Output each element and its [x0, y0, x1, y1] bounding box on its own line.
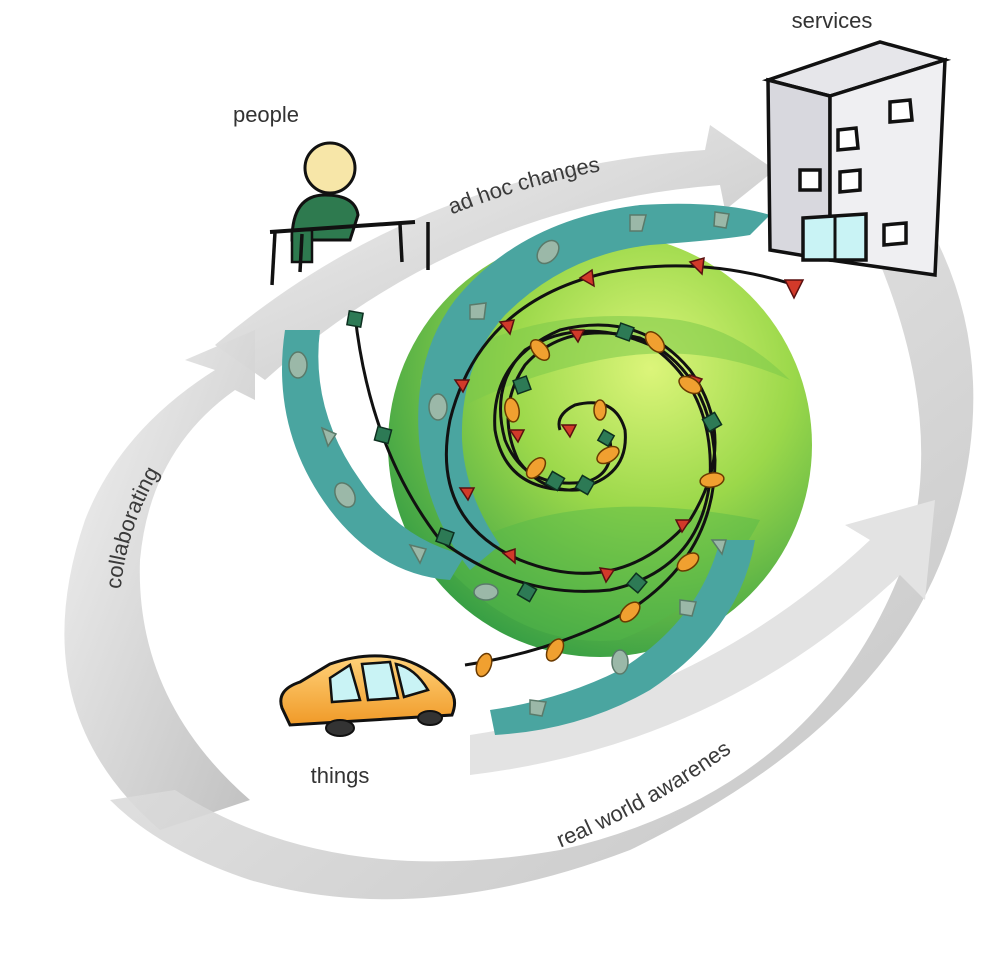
green-markers — [346, 310, 723, 603]
cycle-arrow-inner — [470, 500, 935, 775]
cycle-arrow-left — [64, 330, 255, 830]
things-label: things — [311, 763, 370, 788]
teal-bands — [282, 203, 770, 735]
building-icon — [761, 40, 952, 278]
sphere — [388, 233, 812, 657]
services-label: services — [792, 8, 873, 33]
cycle-arrow-top — [215, 125, 775, 380]
teal-band-lower — [490, 540, 755, 735]
red-markers — [453, 256, 805, 584]
car-icon — [279, 654, 457, 737]
orange-markers — [475, 331, 725, 678]
spiral-red-path — [444, 264, 796, 575]
person-at-desk-icon — [269, 141, 430, 286]
people-label: people — [233, 102, 299, 127]
teal-band-upper — [418, 203, 770, 570]
